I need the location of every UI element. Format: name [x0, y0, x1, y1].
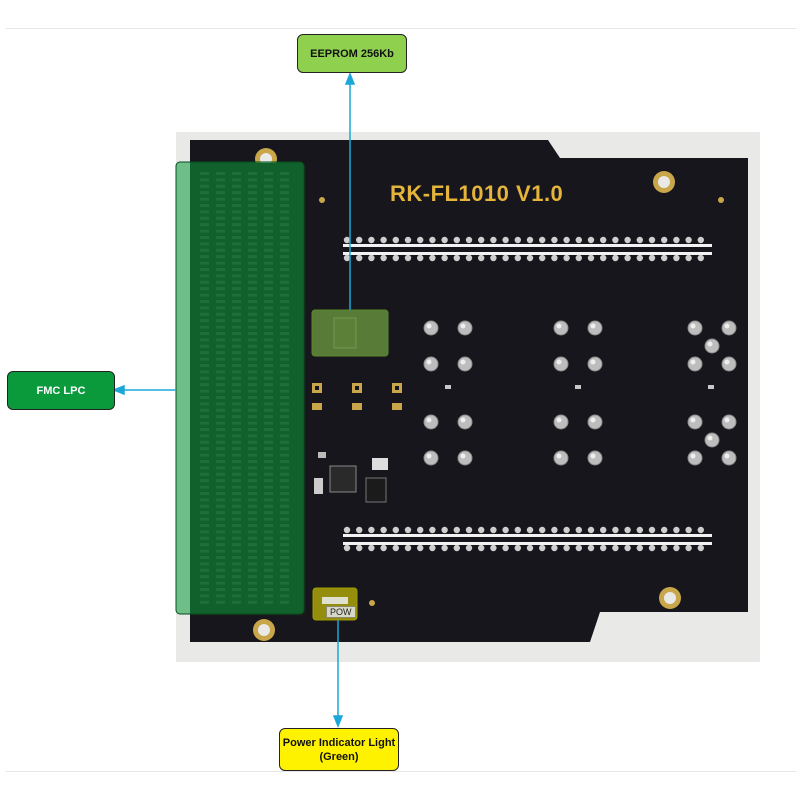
- bottom-header-pins: [343, 526, 712, 552]
- power-arrowhead: [332, 715, 344, 729]
- terminal-groups: [423, 320, 737, 466]
- board-silkscreen-title: RK-FL1010 V1.0: [390, 181, 564, 206]
- eeprom-callout: EEPROM 256Kb: [297, 34, 407, 73]
- vias: [319, 197, 724, 606]
- fmc-arrowhead: [111, 384, 125, 396]
- eeprom-highlight: [311, 309, 389, 357]
- figure-frame: [6, 28, 796, 772]
- callout-arrows: [111, 71, 356, 729]
- fmc-highlight: [175, 161, 305, 615]
- pow-marking: POW: [326, 606, 356, 618]
- smd-parts: [445, 385, 714, 389]
- eeprom-arrowhead: [344, 71, 356, 85]
- fmc-callout: FMC LPC: [7, 371, 115, 410]
- power-ics: [314, 452, 388, 503]
- power-indicator-callout: Power Indicator Light (Green): [279, 728, 399, 771]
- mounting-holes: [253, 148, 681, 641]
- top-header-pins: [343, 236, 712, 262]
- square-pads: [312, 383, 402, 410]
- pcb-board: [190, 140, 748, 642]
